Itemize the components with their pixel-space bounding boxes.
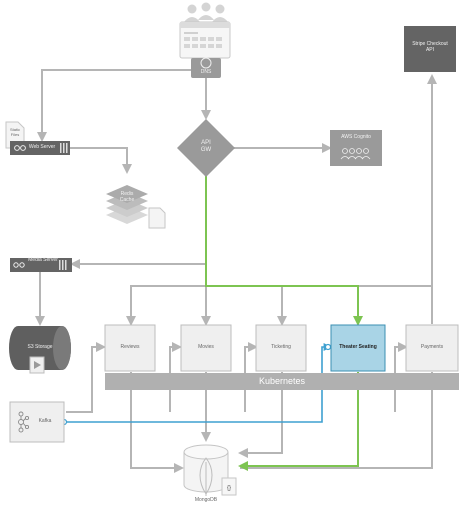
kafka-node (9, 401, 65, 443)
svg-text:{}: {} (227, 486, 231, 492)
s3-storage-node (9, 326, 71, 374)
redis-label: Redis Cache (119, 191, 135, 203)
api-gateway-node (177, 119, 235, 177)
static-files-label: Static Files (9, 127, 20, 137)
green-connectors (205, 174, 363, 471)
service-boxes (104, 324, 459, 372)
media-server-node (10, 258, 72, 272)
service-theater-seating-label: Theater Seating (339, 344, 377, 350)
dns-node (191, 57, 221, 78)
redis-cache-node (106, 185, 148, 224)
gray-connectors (35, 69, 437, 473)
api-doc-icon (148, 207, 166, 229)
dns-label: DNS (200, 69, 212, 75)
kubernetes-label: Kubernetes (258, 376, 306, 386)
mongodb-label: MongoDB (194, 497, 218, 503)
stripe-api-node (404, 26, 456, 72)
browser-window-icon (179, 21, 231, 59)
mongodb-node: {} (183, 444, 237, 496)
service-movies-label: Movies (198, 344, 214, 350)
media-server-label: Media Server (28, 257, 58, 263)
aws-cognito-label: AWS Cognito (341, 134, 371, 140)
web-server-node (10, 141, 70, 155)
users-icon (184, 2, 228, 22)
service-payments-label: Payments (420, 344, 444, 350)
stripe-api-label: Stripe Checkout API (412, 41, 448, 53)
aws-cognito-node (330, 130, 382, 166)
kubernetes-bar (105, 373, 459, 390)
kafka-label: Kafka (38, 418, 52, 424)
web-server-label: Web Server (28, 144, 56, 150)
service-ticketing-label: Ticketing (271, 344, 291, 350)
api-gw-label: API GW (200, 140, 212, 153)
service-reviews-label: Reviews (120, 344, 140, 350)
s3-storage-label: S3 Storage (27, 344, 53, 350)
